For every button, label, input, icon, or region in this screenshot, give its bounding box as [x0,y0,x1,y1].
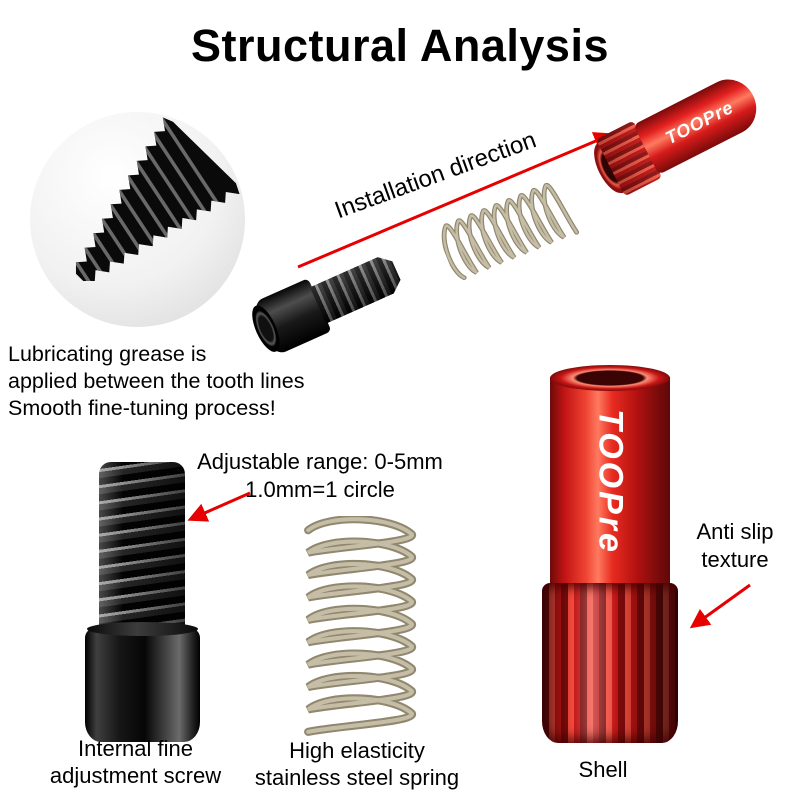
spring-label-line2: stainless steel spring [254,765,460,790]
anti-slip-arrow [689,583,751,629]
anti-slip-line1: Anti slip [696,519,774,544]
shell-body: TOOPre [633,70,766,175]
lubrication-note-line2: applied between the tooth lines [8,369,305,393]
lubrication-note: Lubricating grease is applied between th… [8,341,304,422]
anti-slip-line2: texture [701,547,769,572]
exploded-spring [441,183,580,281]
spring-product [304,516,416,736]
shell-knurled-grip [542,583,678,743]
lubrication-note-line3: Smooth fine-tuning process! [8,396,276,420]
shell-label: Shell [578,757,628,782]
shell-product: TOOPre [540,365,680,747]
shell-upper-cylinder: TOOPre [550,377,670,587]
shell-top-opening [550,365,670,391]
thread-macro-photo [30,112,245,327]
installation-direction-arrow [297,132,614,269]
lubrication-note-line1: Lubricating grease is [8,342,207,366]
adjustable-range-arrow [187,491,251,522]
screw-label-line2: adjustment screw [49,763,222,788]
screw-label-line1: Internal fine [78,736,193,761]
exploded-shell: TOOPre [583,60,775,207]
spring-label-line1: High elasticity [289,738,425,763]
adjustable-range-line1: Adjustable range: 0-5mm [197,449,443,474]
anti-slip-note: Anti slip texture [672,518,798,574]
adjustable-range-note: Adjustable range: 0-5mm 1.0mm=1 circle [162,448,478,504]
adjustable-range-line2: 1.0mm=1 circle [245,477,395,502]
screw-label: Internal fine adjustment screw [18,735,253,789]
brand-logo: TOOPre [661,96,737,148]
adjustment-screw-product [85,462,200,742]
screw-threaded-shaft [99,462,185,632]
spring-label: High elasticity stainless steel spring [228,737,486,791]
brand-logo: TOOPre [591,409,630,555]
screw-base-cylinder [85,622,200,742]
threaded-screw-macro-icon [41,113,240,316]
page-title: Structural Analysis [191,20,609,71]
